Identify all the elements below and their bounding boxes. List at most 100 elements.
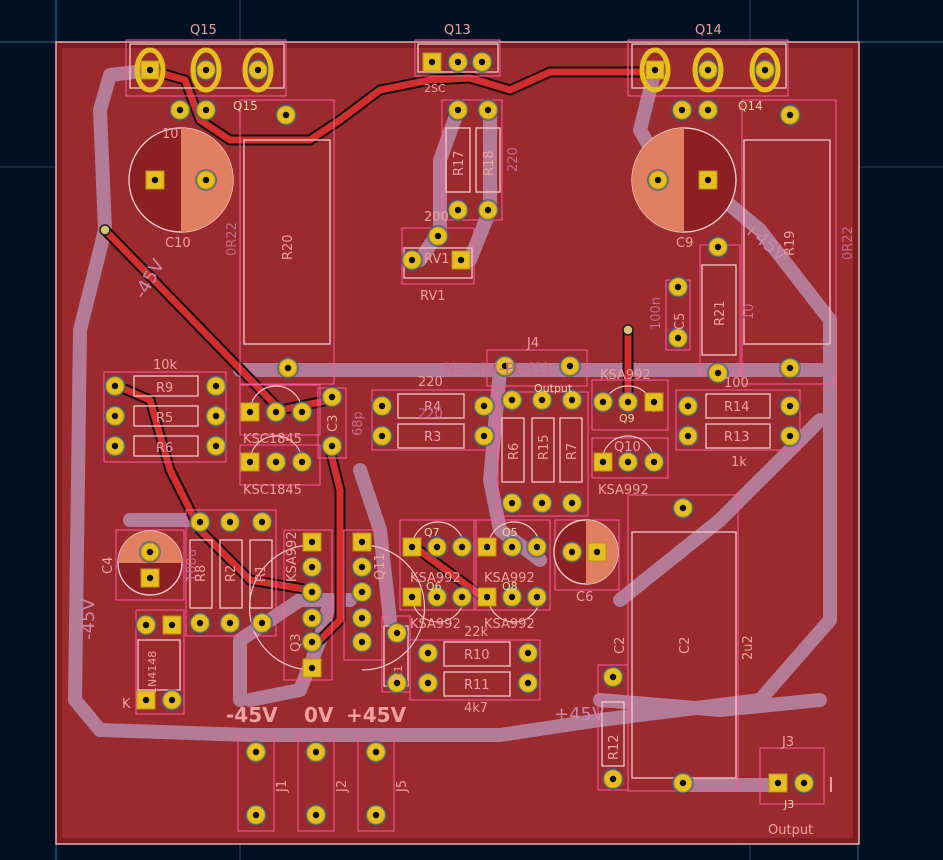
- label-j3-ref-fab: J3: [783, 798, 794, 811]
- label-c1-ref: C1: [392, 665, 405, 680]
- pad-drill-hole: [111, 412, 119, 420]
- label-q15-fab: Q15: [233, 99, 258, 113]
- pad-drill-hole: [308, 563, 316, 571]
- courtyards: [103, 39, 837, 832]
- label-r18-value: 220: [506, 147, 521, 172]
- label-r19-value: 0R22: [841, 226, 856, 260]
- power-label-neg: -45V: [226, 703, 278, 727]
- pad-drill-hole: [433, 593, 441, 601]
- pad-drill-hole: [714, 369, 722, 377]
- pad-drill-hole: [372, 811, 380, 819]
- pad-drill-hole: [501, 362, 509, 370]
- pad-drill-hole: [679, 504, 687, 512]
- pad-drill-hole: [524, 679, 532, 687]
- pad-drill-hole: [111, 382, 119, 390]
- pad-drill-hole: [142, 696, 150, 704]
- pad-drill-hole: [358, 614, 366, 622]
- label-q13-ref: Q13: [444, 23, 471, 38]
- label-j3-mark: I: [828, 773, 834, 797]
- pad-drill-hole: [454, 206, 462, 214]
- label-j4-ref: J4: [526, 336, 539, 351]
- pad-drill-hole: [358, 638, 366, 646]
- label-r20-value: 0R22: [225, 222, 240, 256]
- pad-drill-hole: [282, 111, 290, 119]
- pad-drill-hole: [308, 588, 316, 596]
- pad-drill-hole: [478, 58, 486, 66]
- pad-drill-hole: [761, 66, 769, 74]
- via[interactable]: [99, 224, 111, 236]
- pad-drill-hole: [424, 679, 432, 687]
- pad-oval[interactable]: [134, 47, 166, 93]
- pad-drill-hole: [679, 779, 687, 787]
- pad-oval[interactable]: [190, 47, 222, 93]
- label-r13-ref: R13: [724, 430, 750, 445]
- label-q5-value: KSA992: [484, 571, 535, 586]
- label-r11-ref: R11: [464, 678, 490, 693]
- label-j5-ref: J5: [395, 780, 410, 793]
- pad-drill-hole: [480, 432, 488, 440]
- pad-drill-hole: [308, 664, 316, 672]
- pad-drill-hole: [252, 748, 260, 756]
- pad-drill-hole: [146, 574, 154, 582]
- pad-drill-hole: [168, 696, 176, 704]
- pad-drill-hole: [508, 593, 516, 601]
- label-r14-value: 100: [724, 376, 749, 391]
- pad-drill-hole: [483, 543, 491, 551]
- label-c5-ref: C5: [673, 313, 688, 330]
- pad-drill-hole: [704, 176, 712, 184]
- pad-drill-hole: [312, 811, 320, 819]
- label-c5-value: 100n: [649, 297, 664, 330]
- net-label-neg-left: -45V: [78, 598, 99, 640]
- pad-drill-hole: [599, 398, 607, 406]
- pad-drill-hole: [111, 442, 119, 450]
- label-r21-ref: R21: [713, 300, 728, 326]
- pad-drill-hole: [508, 543, 516, 551]
- pad-drill-hole: [246, 458, 254, 466]
- label-j4-net: Net-(J4-Pad1): [444, 359, 550, 378]
- label-r5-ref: R5: [156, 411, 173, 426]
- label-r17-ref: R17: [452, 150, 467, 176]
- pad-drill-hole: [284, 364, 292, 372]
- pad-drill-hole: [458, 543, 466, 551]
- label-q11-ref: Q11: [373, 553, 388, 580]
- pad-drill-hole: [196, 619, 204, 627]
- pad-drill-hole: [609, 673, 617, 681]
- pad-oval[interactable]: [242, 47, 274, 93]
- pad-drill-hole: [393, 629, 401, 637]
- label-r6-ref: R6: [507, 443, 522, 460]
- pad-drill-hole: [252, 811, 260, 819]
- pad-drill-hole: [650, 398, 658, 406]
- pad-drill-hole: [202, 66, 210, 74]
- pad-oval[interactable]: [639, 47, 671, 93]
- label-j1-ref: J1: [275, 780, 290, 793]
- pad-drill-hole: [358, 563, 366, 571]
- pad-drill-hole: [168, 621, 176, 629]
- label-r19-value2: 10: [742, 303, 757, 320]
- pad-drill-hole: [378, 432, 386, 440]
- via[interactable]: [622, 324, 634, 336]
- pad-drill-hole: [308, 614, 316, 622]
- label-rv1-ref: RV1: [424, 252, 450, 267]
- pad-drill-hole: [624, 458, 632, 466]
- pad-drill-hole: [484, 106, 492, 114]
- label-c3-value: 68p: [351, 411, 366, 436]
- label-r9-ref: R9: [156, 381, 173, 396]
- label-r10-value: 22k: [464, 625, 489, 640]
- pad-drill-hole: [458, 593, 466, 601]
- pad-oval[interactable]: [749, 47, 781, 93]
- pad-drill-hole: [254, 66, 262, 74]
- pad-drill-hole: [480, 402, 488, 410]
- pad-drill-hole: [484, 206, 492, 214]
- label-r20-ref: R20: [281, 234, 296, 260]
- label-q3-ref: Q3: [289, 633, 304, 652]
- pad-drill-hole: [684, 432, 692, 440]
- pad-drill-hole: [176, 106, 184, 114]
- label-r18-ref: R18: [482, 150, 497, 176]
- pad-drill-hole: [196, 518, 204, 526]
- label-r10-ref: R10: [464, 648, 490, 663]
- pad-drill-hole: [654, 176, 662, 184]
- label-r9-value: 10k: [153, 358, 178, 373]
- label-r4-ref: R4: [424, 400, 441, 415]
- pad-oval[interactable]: [692, 47, 724, 93]
